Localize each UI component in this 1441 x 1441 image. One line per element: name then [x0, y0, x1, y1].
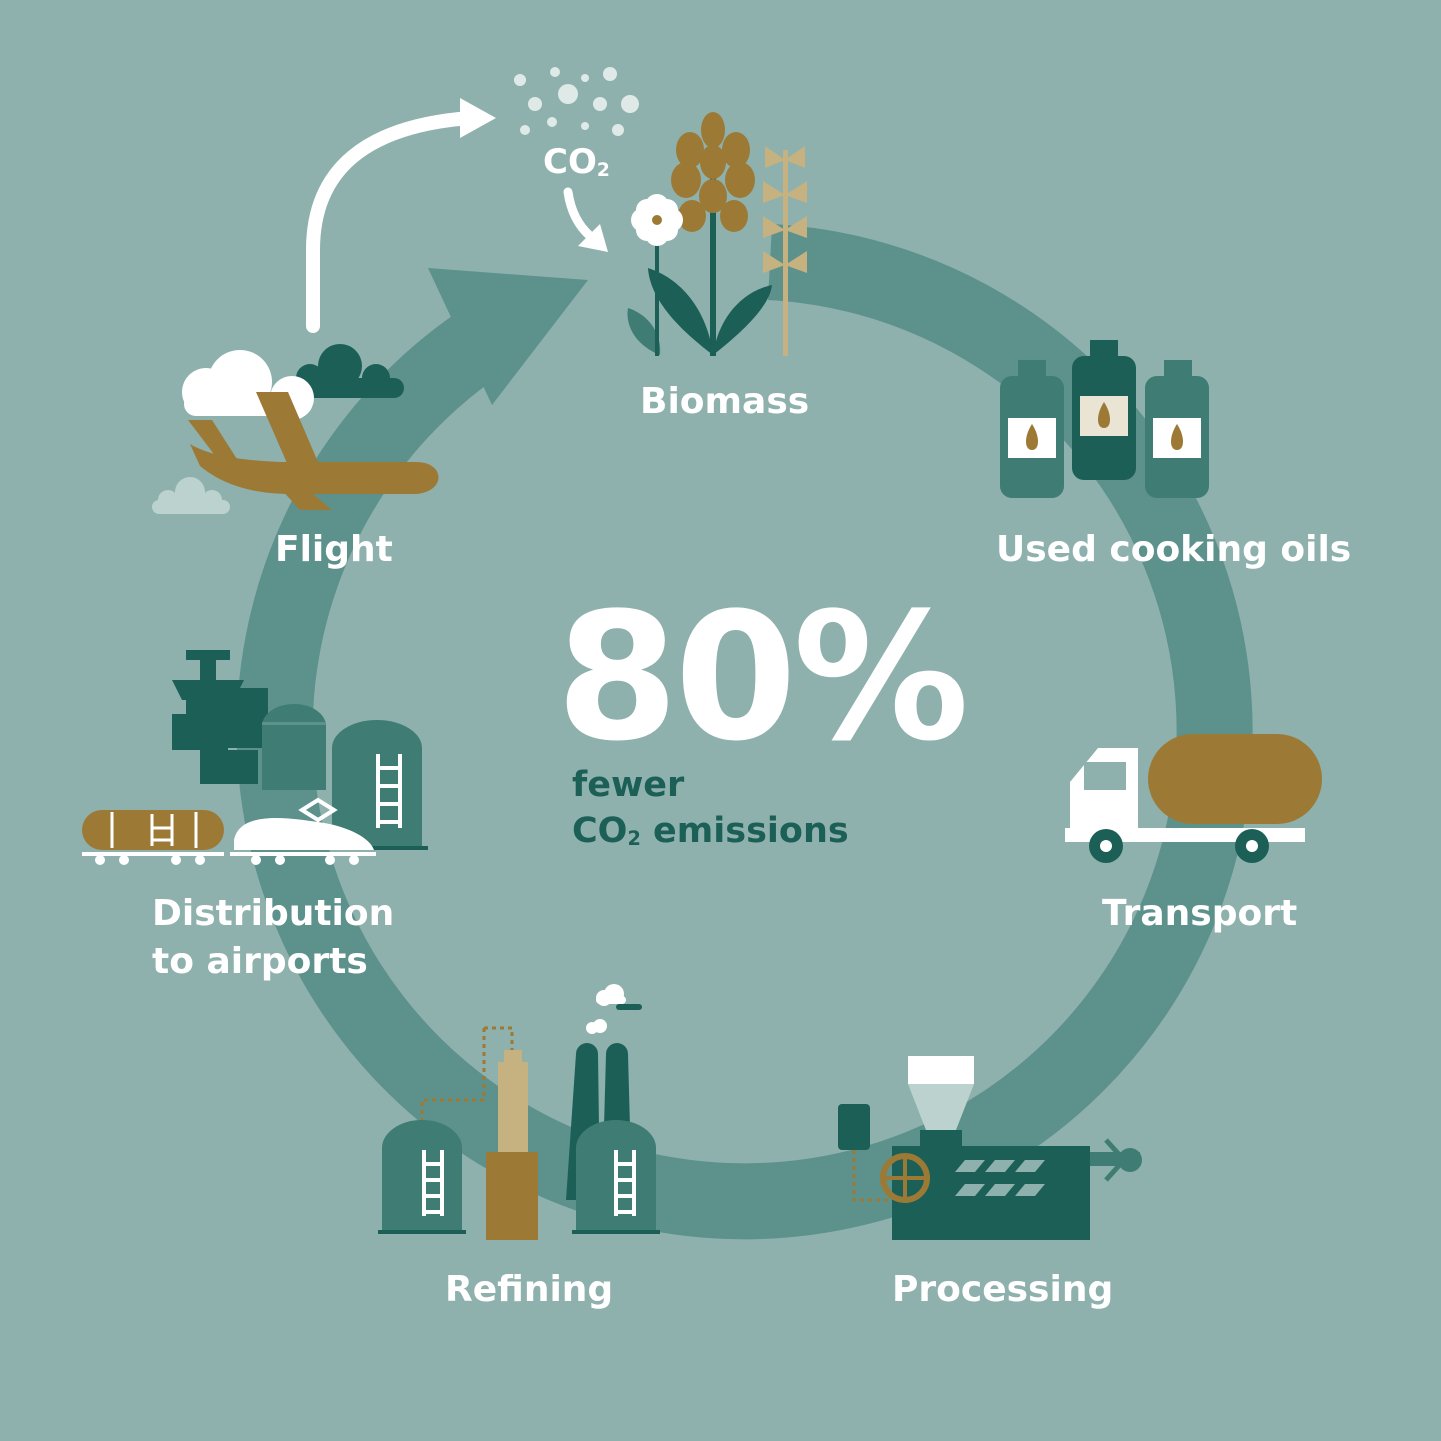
tank-truck-icon — [1065, 734, 1322, 863]
emissions-co2-subscript: 2 — [627, 826, 641, 850]
label-refining: Refining — [445, 1269, 614, 1310]
oil-bottles-icon — [1000, 340, 1209, 498]
emissions-percent: 80% — [556, 575, 969, 780]
label-flight: Flight — [275, 529, 393, 570]
refinery-icon — [378, 984, 660, 1240]
co2-bubbles-icon — [514, 67, 639, 136]
label-distribution-line2: to airports — [152, 941, 368, 982]
co2-text: CO — [543, 142, 597, 182]
label-distribution-line1: Distribution — [152, 893, 395, 934]
emissions-line2: CO2 emissions — [572, 808, 849, 862]
biomass-plants-icon — [627, 112, 807, 356]
airplane-icon — [152, 344, 439, 514]
dark-cloud-icon — [296, 344, 404, 398]
processing-machine-icon — [838, 1056, 1142, 1240]
label-biomass: Biomass — [640, 381, 810, 422]
airport-distribution-icon — [82, 650, 428, 865]
smoke-cloud-icon — [586, 984, 626, 1034]
cycle-arrowhead — [428, 268, 588, 405]
co2-label: CO2 — [543, 142, 610, 191]
flower-icon — [631, 194, 683, 246]
white-cloud-icon — [182, 350, 314, 420]
emissions-line1: fewer — [572, 765, 685, 805]
label-transport: Transport — [1102, 893, 1298, 934]
emissions-suffix: emissions — [640, 811, 849, 851]
label-used-cooking-oils: Used cooking oils — [996, 529, 1352, 570]
co2-release-arrow — [306, 98, 496, 333]
co2-subscript: 2 — [596, 159, 610, 181]
small-cloud-icon — [152, 477, 230, 514]
label-processing: Processing — [892, 1269, 1114, 1310]
co2-absorb-arrow — [563, 187, 608, 252]
emissions-co2: CO — [572, 811, 628, 851]
label-distribution: Distribution to airports — [152, 890, 394, 986]
